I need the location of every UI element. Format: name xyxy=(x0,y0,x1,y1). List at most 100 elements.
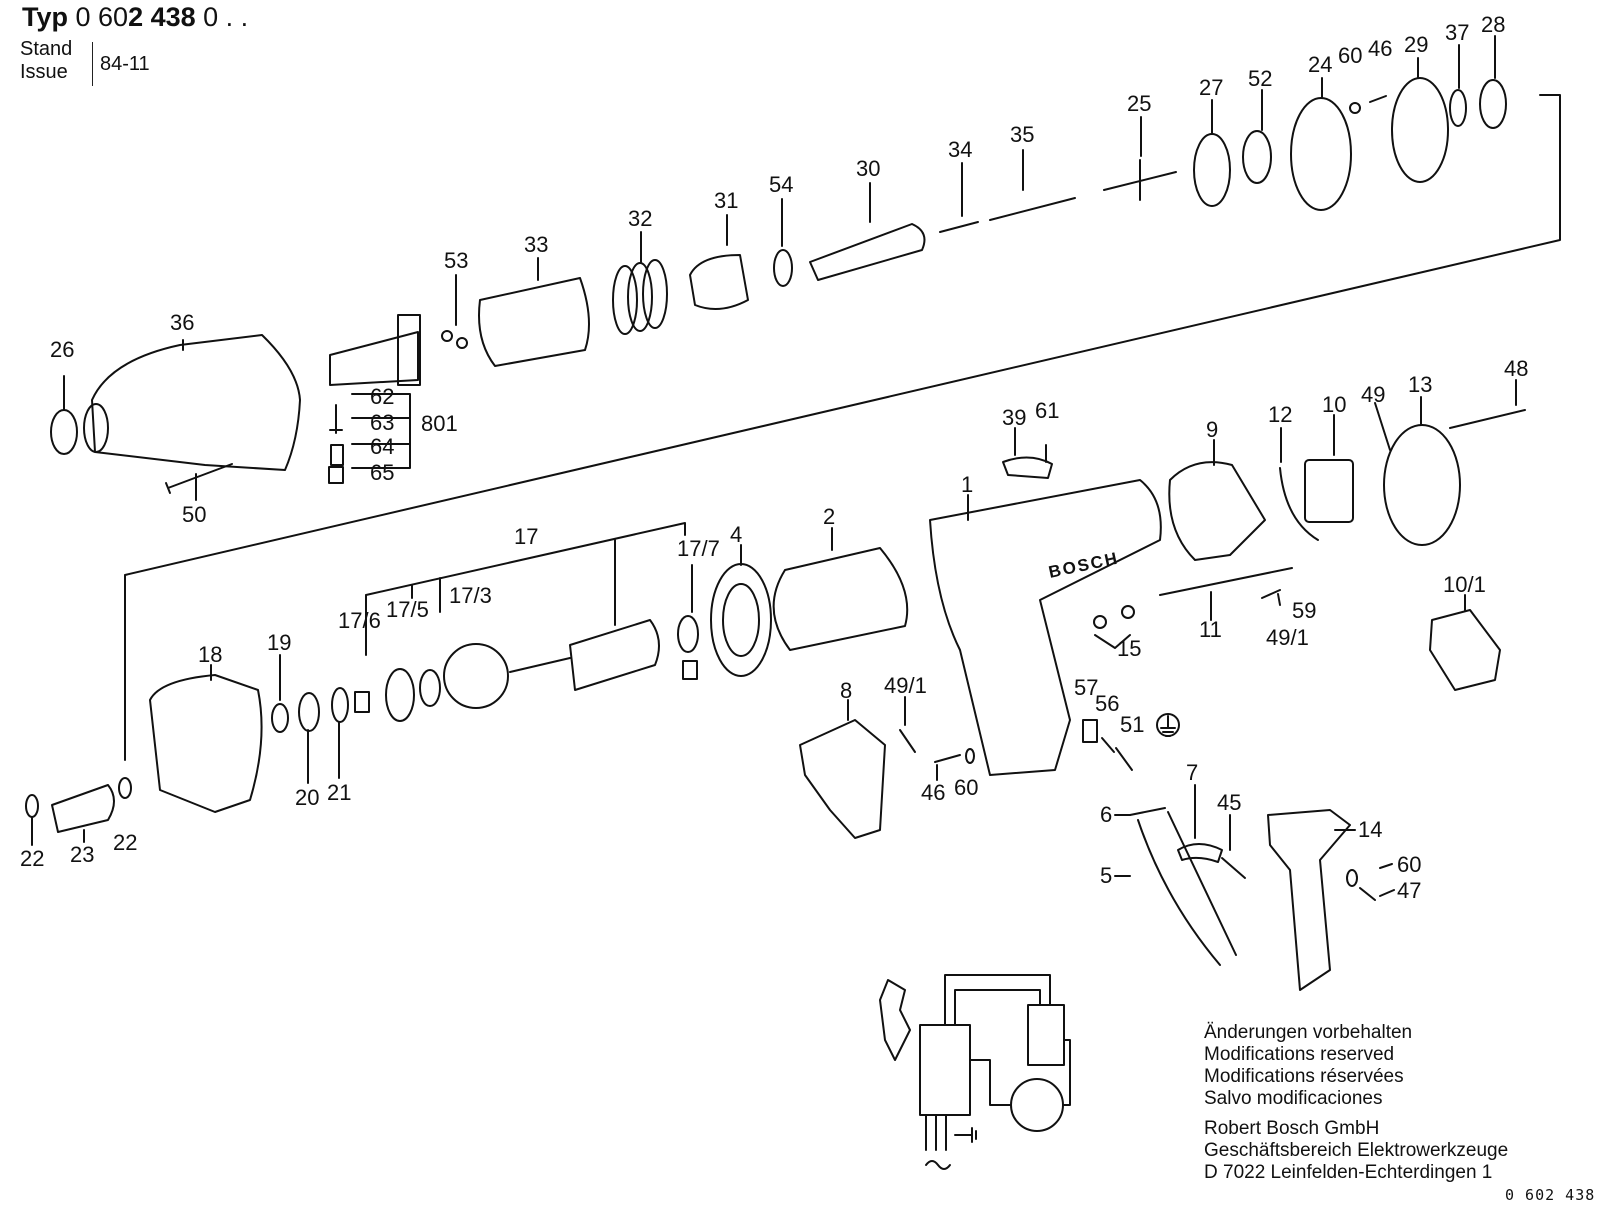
part-17-6-bush xyxy=(354,691,370,713)
label-5: 5 xyxy=(1100,863,1112,888)
label-10-1: 10/1 xyxy=(1443,572,1486,597)
part-18-shield xyxy=(149,674,263,813)
part-11-rod xyxy=(1159,567,1293,596)
label-8: 8 xyxy=(840,678,852,703)
part-labels: 26 36 50 62 63 64 65 801 53 33 32 31 54 … xyxy=(20,12,1528,903)
issue-label: Issue xyxy=(20,61,68,83)
label-63: 63 xyxy=(370,410,394,435)
part-46-screw-lower xyxy=(934,754,961,763)
label-46-lower: 46 xyxy=(921,780,945,805)
part-15-nuts xyxy=(1094,634,1131,649)
label-29: 29 xyxy=(1404,32,1428,57)
label-22-right: 22 xyxy=(113,830,137,855)
label-35: 35 xyxy=(1010,122,1034,147)
part-53-ball xyxy=(441,330,453,342)
label-45: 45 xyxy=(1217,790,1241,815)
label-65: 65 xyxy=(370,460,394,485)
part-45-screw xyxy=(1221,857,1246,879)
label-47: 47 xyxy=(1397,878,1421,903)
brand-logo: BOSCH xyxy=(1047,548,1121,581)
part-47-screw xyxy=(1359,887,1376,901)
label-15: 15 xyxy=(1117,636,1141,661)
part-51-screw xyxy=(1115,747,1133,771)
stand-date: 84-11 xyxy=(100,53,150,75)
label-17-6: 17/6 xyxy=(338,608,381,633)
label-13: 13 xyxy=(1408,372,1432,397)
label-11: 11 xyxy=(1199,617,1222,642)
part-13-cap xyxy=(1383,424,1461,546)
part-4-washer xyxy=(710,563,772,677)
part-30-shaft xyxy=(809,223,926,281)
label-14: 14 xyxy=(1358,817,1382,842)
label-53: 53 xyxy=(444,248,468,273)
label-31: 31 xyxy=(714,188,738,213)
label-2: 2 xyxy=(823,504,835,529)
part-49-1-screw-right xyxy=(1261,589,1281,599)
label-60-handle: 60 xyxy=(1397,852,1421,877)
part-57-clip xyxy=(1082,719,1098,743)
part-17-5-bearing xyxy=(385,668,415,722)
part-8-trigger xyxy=(799,719,886,839)
type-bold: 2 438 xyxy=(128,2,196,32)
label-37: 37 xyxy=(1445,20,1469,45)
circuit-schematic xyxy=(879,974,1071,1170)
label-64: 64 xyxy=(370,434,394,459)
label-32: 32 xyxy=(628,206,652,231)
type-value: 0 602 438 0 . . xyxy=(76,2,249,32)
label-50: 50 xyxy=(182,502,206,527)
part-63-pin xyxy=(329,404,343,434)
part-37-washer xyxy=(1449,89,1467,127)
part-20-washer xyxy=(298,692,320,732)
label-34: 34 xyxy=(948,137,972,162)
company-division: Geschäftsbereich Elektrowerkzeuge xyxy=(1204,1140,1509,1161)
label-57: 57 xyxy=(1074,675,1098,700)
label-54: 54 xyxy=(769,172,793,197)
part-48-screw xyxy=(1449,409,1526,429)
label-22-left: 22 xyxy=(20,846,44,871)
part-17-armature xyxy=(569,619,660,691)
label-49-1-left: 49/1 xyxy=(884,673,927,698)
note-fr: Modifications réservées xyxy=(1204,1066,1404,1087)
label-39: 39 xyxy=(1002,405,1026,430)
type-prefix: 0 60 xyxy=(75,2,129,32)
part-27-washer xyxy=(1193,133,1231,207)
label-30: 30 xyxy=(856,156,880,181)
part-31-guide xyxy=(689,254,749,310)
part-2-stator xyxy=(772,547,909,651)
label-1: 1 xyxy=(961,472,973,497)
label-17-7: 17/7 xyxy=(677,536,720,561)
part-29-oring xyxy=(1391,77,1449,183)
part-60-washer-top xyxy=(1349,102,1361,114)
label-60-lower: 60 xyxy=(954,775,978,800)
part-52-bearing xyxy=(1242,130,1272,184)
part-7-clamp xyxy=(1177,843,1223,863)
label-52: 52 xyxy=(1248,66,1272,91)
stand-issue-labels: Stand Issue xyxy=(20,38,72,84)
type-number: Typ 0 602 438 0 . . xyxy=(22,2,248,33)
label-59: 59 xyxy=(1292,598,1316,623)
label-9: 9 xyxy=(1206,417,1218,442)
part-14-handle xyxy=(1267,809,1351,991)
label-12: 12 xyxy=(1268,402,1292,427)
part-10-switch xyxy=(1304,459,1354,523)
part-1-housing xyxy=(929,479,1162,776)
part-26-ring xyxy=(50,409,78,455)
part-12-cable xyxy=(1279,467,1319,541)
part-50-screw xyxy=(165,463,233,494)
label-20: 20 xyxy=(295,785,319,810)
part-32-spring xyxy=(612,259,668,335)
part-39-plate xyxy=(1002,456,1053,479)
label-51: 51 xyxy=(1120,712,1144,737)
company-address: D 7022 Leinfelden-Echterdingen 1 xyxy=(1204,1162,1493,1183)
part-23-gear xyxy=(51,784,115,833)
part-28-gear xyxy=(1479,79,1507,129)
part-60-washer-lower xyxy=(965,748,975,764)
part-33-hammer xyxy=(478,277,590,367)
part-25-driver xyxy=(1103,159,1177,201)
label-18: 18 xyxy=(198,642,222,667)
part-60-washer-handle xyxy=(1346,869,1358,887)
label-24: 24 xyxy=(1308,52,1332,77)
label-61: 61 xyxy=(1035,398,1059,423)
company-name: Robert Bosch GmbH xyxy=(1204,1118,1380,1139)
